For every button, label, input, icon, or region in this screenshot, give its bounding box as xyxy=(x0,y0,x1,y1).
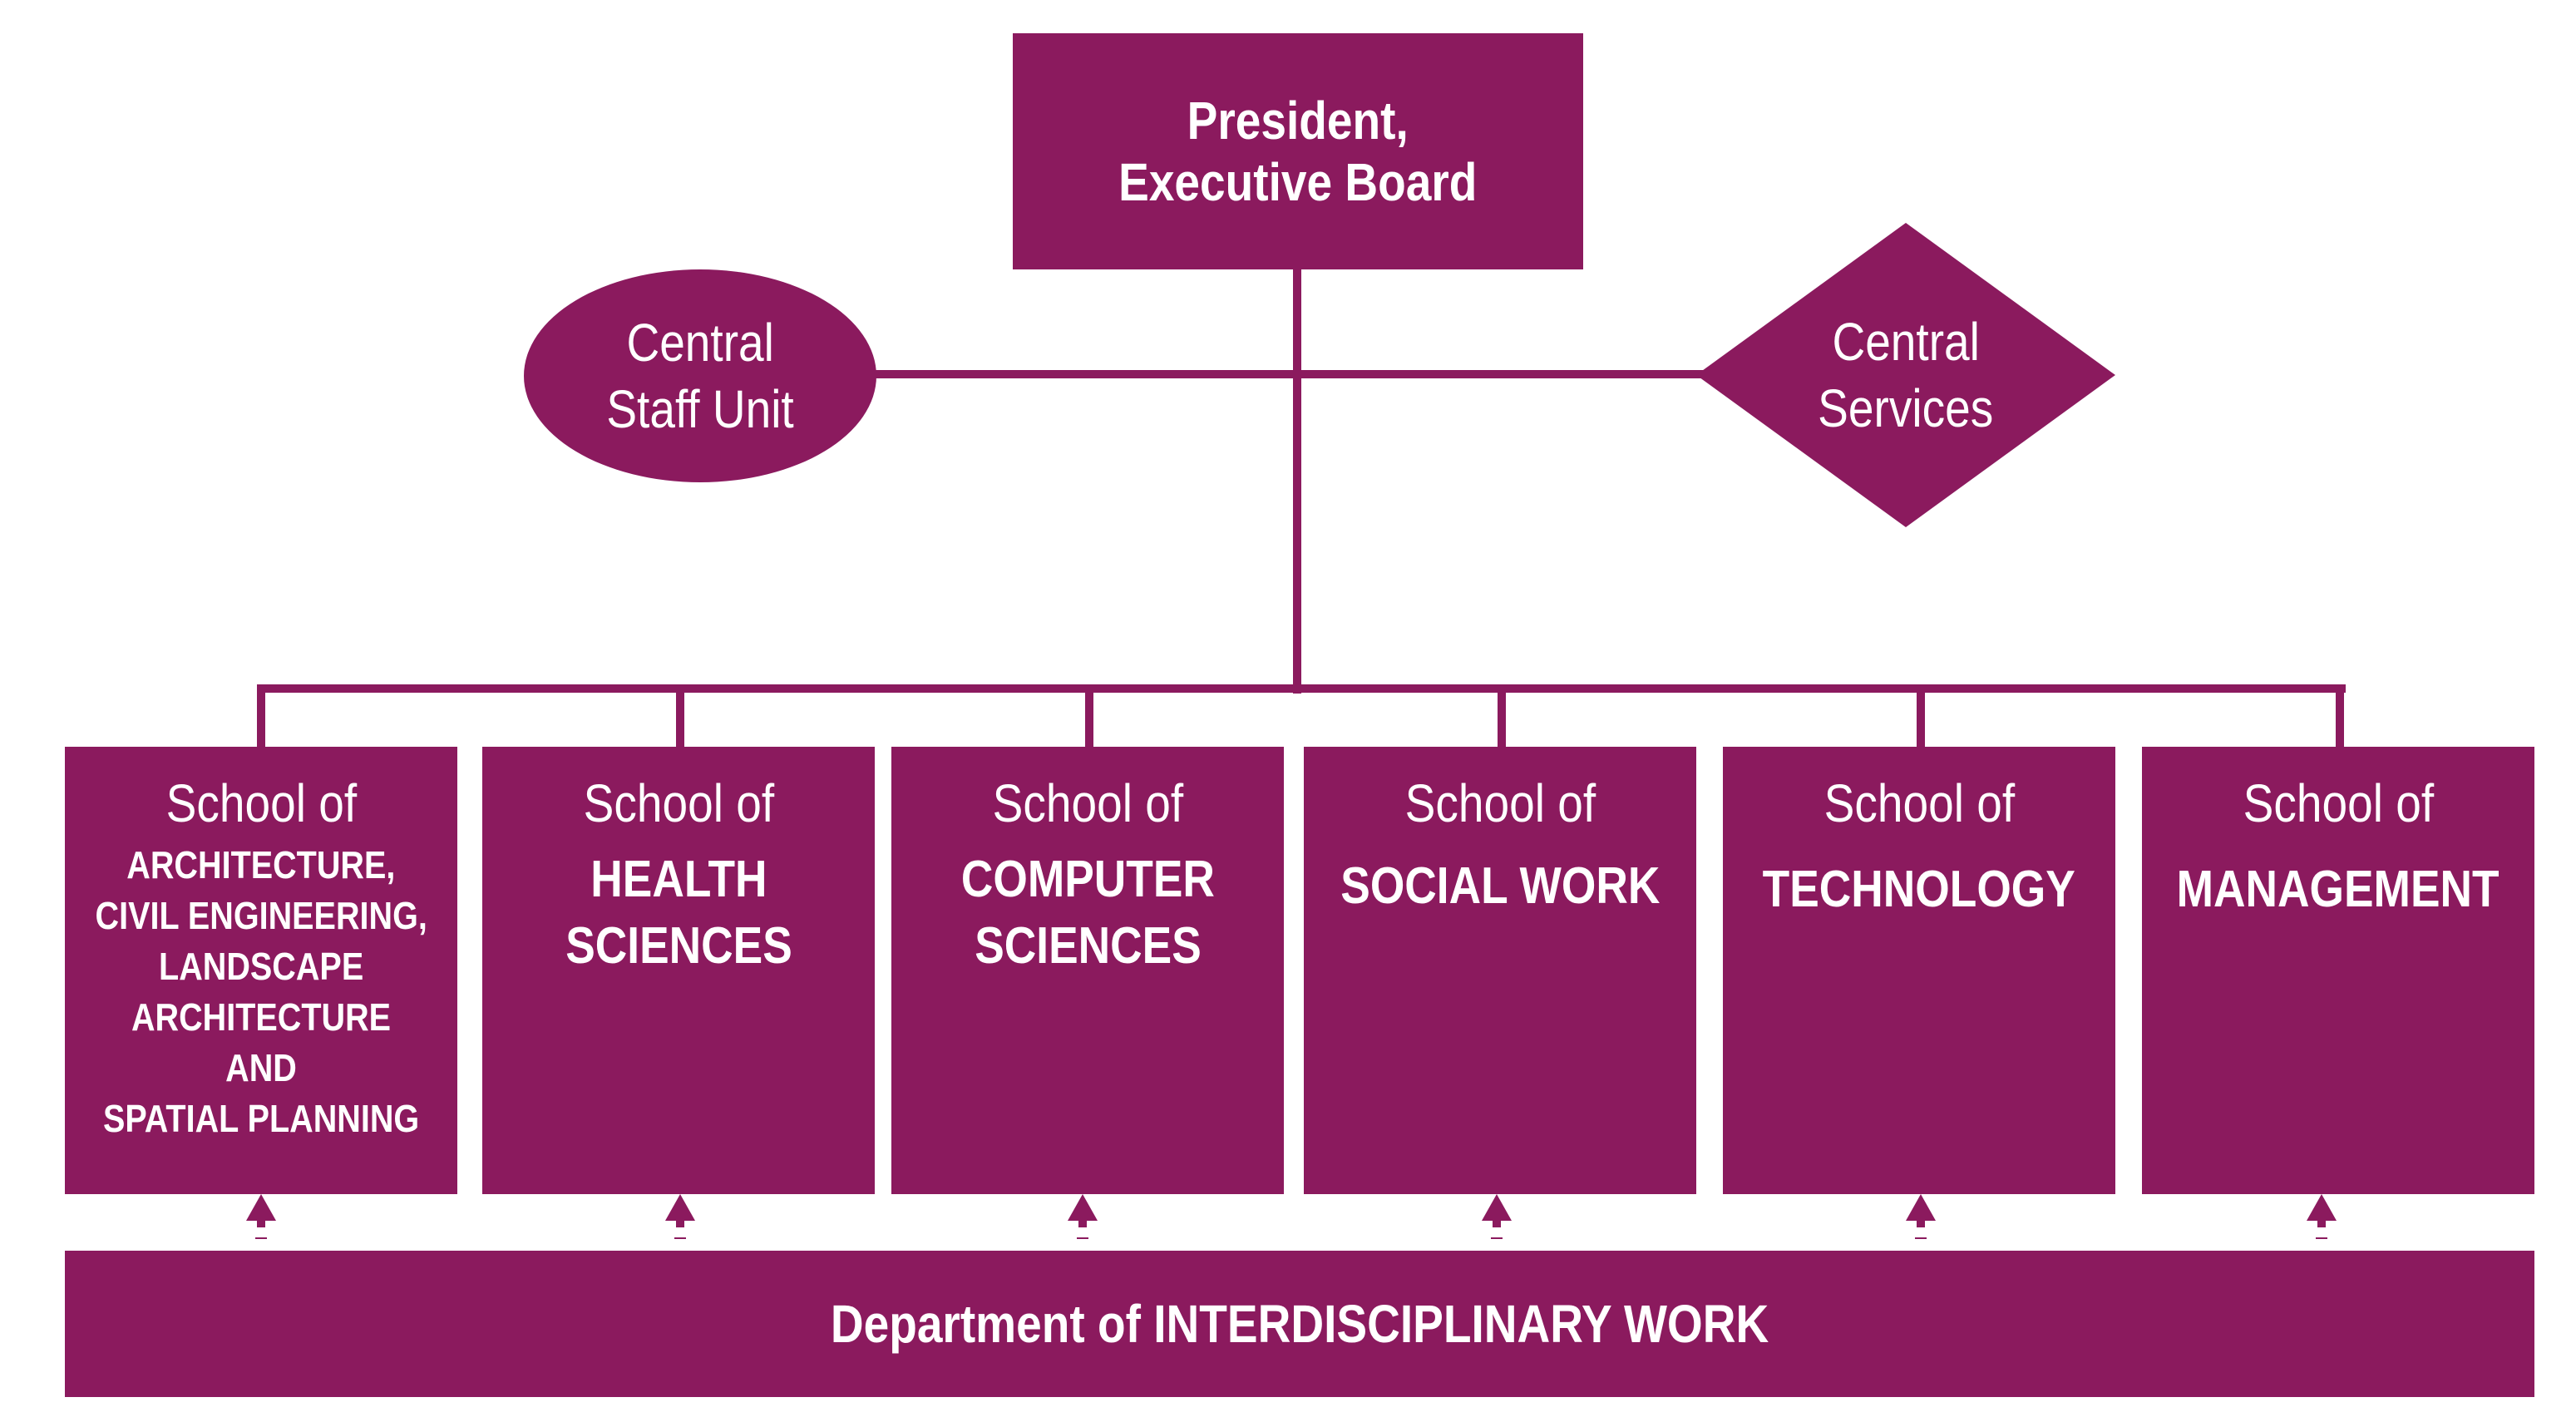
department-label: Department of INTERDISCIPLINARY WORK xyxy=(830,1294,1769,1354)
connector-bus xyxy=(257,684,2346,693)
school-prefix: School of xyxy=(992,773,1183,833)
central-services-text: Central Services xyxy=(1696,223,2115,527)
school-name-line: SOCIAL WORK xyxy=(1340,857,1661,915)
school-technology-box: School of TECHNOLOGY xyxy=(1723,747,2115,1194)
school-prefix: School of xyxy=(165,773,357,833)
school-name-line: SCIENCES xyxy=(565,917,792,975)
school-management-box: School of MANAGEMENT xyxy=(2142,747,2534,1194)
arrow-up-icon xyxy=(1068,1194,1098,1239)
services-line1: Central xyxy=(1832,312,1980,372)
connector-drop xyxy=(2336,684,2344,751)
school-architecture-box: School of ARCHITECTURE, CIVIL ENGINEERIN… xyxy=(65,747,457,1194)
school-name-line: HEALTH xyxy=(590,851,767,908)
school-name-line: ARCHITECTURE, xyxy=(126,843,396,886)
arrow-up-icon xyxy=(1906,1194,1936,1239)
president-label: President, xyxy=(1187,91,1409,151)
school-health-sciences-box: School of HEALTH SCIENCES xyxy=(482,747,875,1194)
connector-vertical-main xyxy=(1293,269,1301,694)
school-name-line: MANAGEMENT xyxy=(2176,861,2500,918)
connector-drop xyxy=(1498,684,1506,751)
school-name-line: CIVIL ENGINEERING, xyxy=(95,894,427,937)
school-name-line: COMPUTER xyxy=(960,851,1215,908)
school-computer-sciences-box: School of COMPUTER SCIENCES xyxy=(891,747,1284,1194)
school-prefix: School of xyxy=(583,773,774,833)
central-staff-unit-ellipse: Central Staff Unit xyxy=(524,269,876,482)
school-name-line: TECHNOLOGY xyxy=(1762,861,2076,918)
services-line2: Services xyxy=(1818,378,1994,438)
arrow-up-icon xyxy=(246,1194,276,1239)
arrow-up-icon xyxy=(665,1194,695,1239)
connector-drop xyxy=(1917,684,1925,751)
staff-unit-line1: Central xyxy=(626,313,774,373)
connector-horizontal-staff xyxy=(873,370,1705,378)
connector-drop xyxy=(1085,684,1093,751)
school-name-line: ARCHITECTURE AND xyxy=(131,995,392,1089)
connector-drop xyxy=(676,684,684,751)
executive-board-label: Executive Board xyxy=(1118,152,1478,212)
school-prefix: School of xyxy=(2243,773,2434,833)
central-services-diamond xyxy=(1696,223,2115,527)
department-interdisciplinary-work-bar: Department of INTERDISCIPLINARY WORK xyxy=(65,1251,2534,1397)
connector-drop xyxy=(257,684,265,751)
school-name-line: SCIENCES xyxy=(974,917,1202,975)
school-name-line: LANDSCAPE xyxy=(158,945,364,988)
school-social-work-box: School of SOCIAL WORK xyxy=(1304,747,1696,1194)
staff-unit-line2: Staff Unit xyxy=(606,379,794,439)
school-prefix: School of xyxy=(1823,773,2015,833)
arrow-up-icon xyxy=(1482,1194,1512,1239)
school-name-line: SPATIAL PLANNING xyxy=(102,1097,420,1140)
school-prefix: School of xyxy=(1404,773,1596,833)
president-executive-board-box: President, Executive Board xyxy=(1013,33,1583,269)
arrow-up-icon xyxy=(2307,1194,2337,1239)
